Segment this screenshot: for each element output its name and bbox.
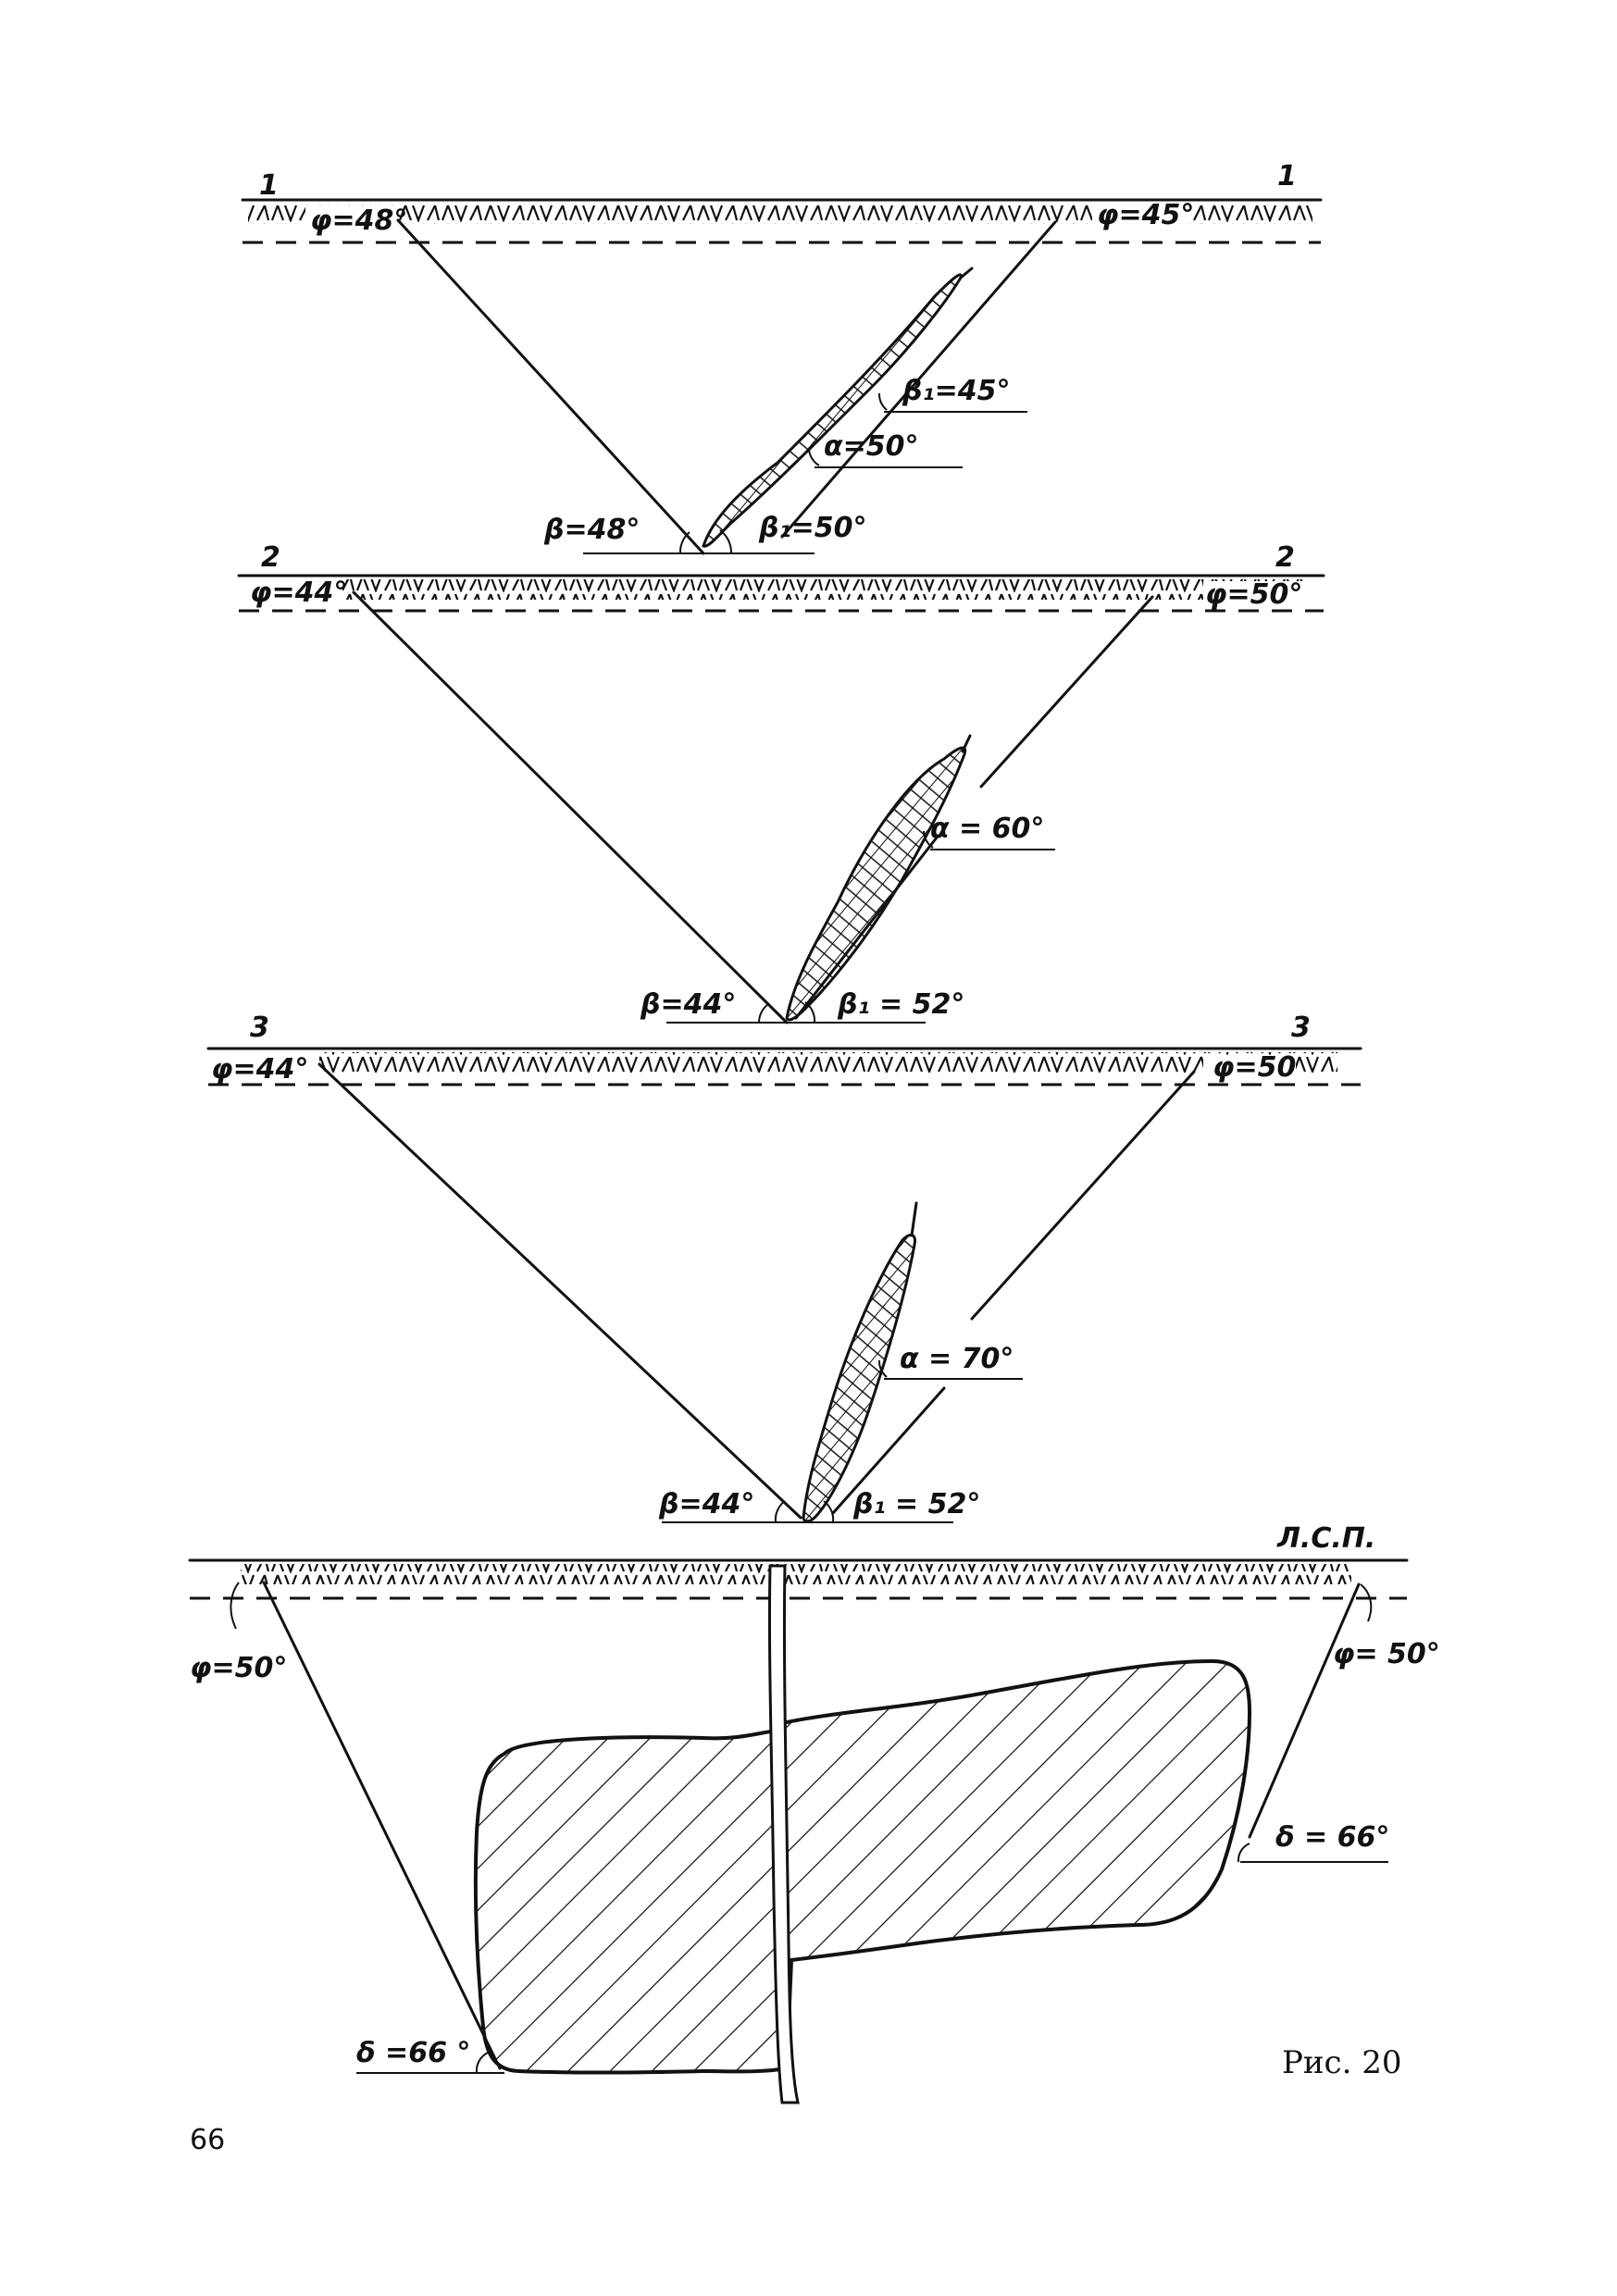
- section-1-left-number: 1: [259, 169, 279, 202]
- section-1-beta1-high: β₁=45°: [902, 375, 1011, 407]
- section-2-phi-left: φ=44°: [250, 577, 347, 609]
- section-3-beta1: β₁ = 52°: [852, 1488, 980, 1520]
- surface-phi-left: φ=50°: [190, 1652, 287, 1684]
- section-1-beta: β=48°: [543, 514, 640, 546]
- section-3-alpha: α = 70°: [900, 1343, 1014, 1375]
- section-2: 2 2 φ=44° φ=50° β=44° β₁ = 52° α = 60°: [237, 541, 1325, 1024]
- section-2-vein: [785, 746, 967, 1022]
- surface-label: Л.С.П.: [1276, 1522, 1375, 1555]
- section-3-phi-left: φ=44°: [211, 1053, 308, 1086]
- section-3-beta: β=44°: [658, 1488, 754, 1520]
- figure-caption: Рис. 20: [1282, 2044, 1401, 2081]
- section-3-phi-right: φ=50: [1213, 1051, 1296, 1084]
- section-1-phi-left: φ=48°: [310, 205, 407, 237]
- ore-body: [473, 1658, 1252, 2075]
- section-1: 1 1 φ=48° φ=45° β=48° β₁=50° α=50° β₁=45…: [241, 160, 1323, 555]
- section-1-alpha: α=50°: [824, 430, 919, 463]
- surface-phi-right: φ= 50°: [1333, 1638, 1440, 1670]
- page-number: 66: [190, 2124, 225, 2156]
- section-2-alpha: α = 60°: [930, 813, 1044, 845]
- section-1-beta1-low: β₁=50°: [758, 512, 867, 544]
- section-1-right-number: 1: [1277, 160, 1297, 192]
- surface-delta-left: δ =66 °: [356, 2037, 470, 2069]
- surface-section: Л.С.П. φ=50° φ= 50° δ = 66° δ =66 °: [188, 1522, 1440, 2104]
- section-2-phi-right: φ=50°: [1205, 578, 1302, 611]
- section-1-vein: [702, 273, 963, 548]
- section-3: 3 3 φ=44° φ=50 β=44° β₁ = 52° α = 70°: [206, 1011, 1362, 1523]
- section-3-right-number: 3: [1291, 1011, 1311, 1044]
- section-2-left-number: 2: [261, 541, 280, 574]
- surface-delta-right: δ = 66°: [1275, 1821, 1389, 1854]
- section-2-right-number: 2: [1275, 541, 1295, 574]
- section-2-beta: β=44°: [640, 988, 736, 1021]
- section-2-beta1: β₁ = 52°: [837, 988, 964, 1021]
- section-3-left-number: 3: [250, 1011, 269, 1044]
- section-3-vein: [802, 1234, 916, 1523]
- section-1-phi-right: φ=45°: [1097, 199, 1194, 231]
